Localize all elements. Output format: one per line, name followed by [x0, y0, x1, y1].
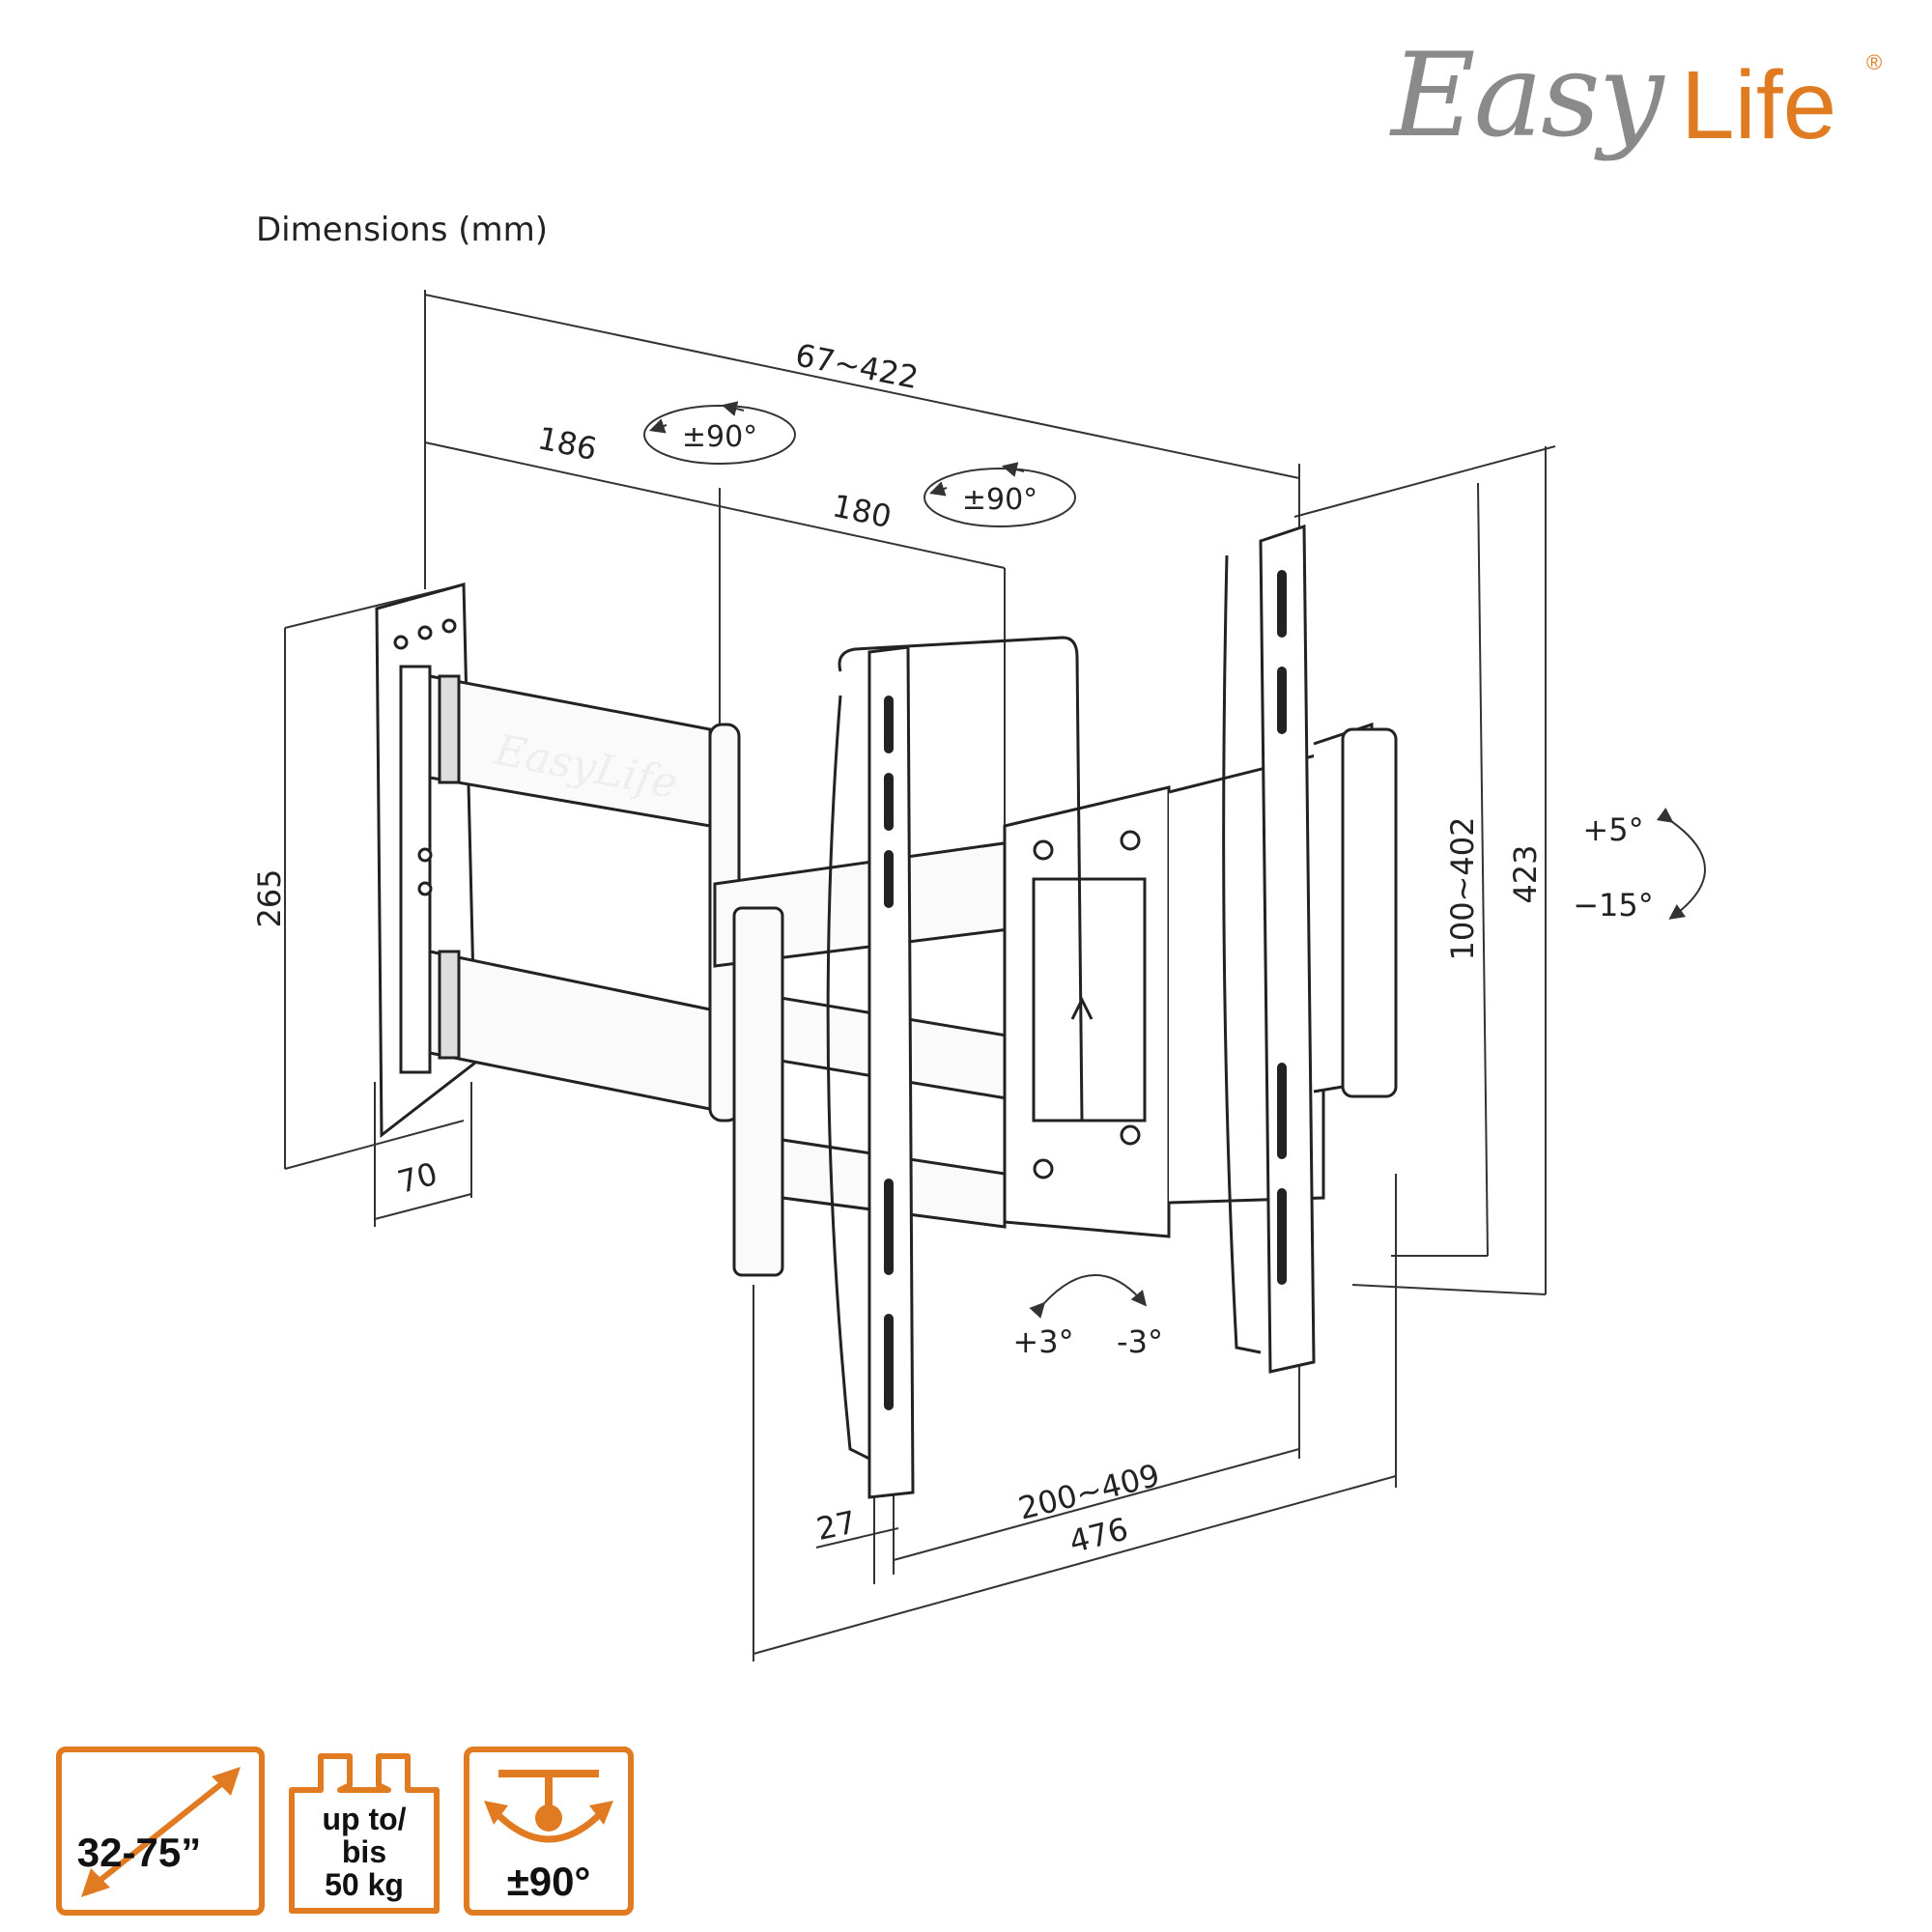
vesa-rails — [826, 524, 1398, 1499]
label-tilt-up: +5° — [1582, 811, 1643, 848]
feature-swivel: ±90° — [464, 1747, 634, 1916]
label-vesa-vertical: 100~402 — [1444, 817, 1481, 961]
arm-segment-2 — [713, 838, 1026, 1277]
swivel-label-1: ±90° — [682, 420, 757, 454]
label-rotation-minus: -3° — [1117, 1323, 1163, 1360]
tilt-arrow-icon — [1656, 808, 1706, 920]
label-wall-plate-height: 265 — [251, 868, 288, 927]
dimensions-title: Dimensions (mm) — [256, 211, 549, 249]
swivel-label-2: ±90° — [962, 483, 1037, 517]
load-label: up to/ bis 50 kg — [292, 1803, 437, 1901]
logo-easy-text: Easy — [1391, 29, 1664, 163]
brand-logo: Easy Life ® — [1391, 29, 1893, 193]
rail-slots — [884, 570, 1287, 1410]
label-rotation-plus: +3° — [1012, 1323, 1073, 1360]
diagonal-arrow-icon — [81, 1767, 241, 1897]
label-arm-extension: 67~422 — [792, 336, 921, 396]
load-line-1: up to/ — [322, 1802, 407, 1836]
logo-life-text: Life — [1681, 51, 1837, 159]
label-depth: 27 — [813, 1503, 860, 1548]
label-overall-height: 423 — [1507, 844, 1544, 903]
load-line-3: 50 kg — [325, 1867, 404, 1902]
label-arm-segment-1: 186 — [534, 419, 600, 468]
rotation-arrow-icon — [1029, 1274, 1148, 1319]
feature-load: up to/ bis 50 kg — [282, 1747, 491, 1916]
label-wall-plate-width: 70 — [394, 1155, 441, 1201]
screen-size-label: 32-75” — [76, 1830, 202, 1875]
label-tilt-down: −15° — [1573, 887, 1654, 923]
weight-icon — [289, 1753, 440, 1914]
label-arm-segment-2: 180 — [829, 487, 895, 535]
feature-screen-size: 32-75” — [56, 1747, 265, 1916]
swivel-icon — [484, 1770, 613, 1843]
logo-registered-mark: ® — [1866, 50, 1883, 74]
arm-segment-1 — [428, 674, 741, 1122]
swivel-indicators — [643, 401, 1076, 527]
label-vesa-horizontal: 200~409 — [1014, 1457, 1163, 1527]
load-line-2: bis — [341, 1834, 387, 1869]
swivel-feature-label: ±90° — [506, 1859, 591, 1904]
tilt-head — [1003, 722, 1374, 1238]
